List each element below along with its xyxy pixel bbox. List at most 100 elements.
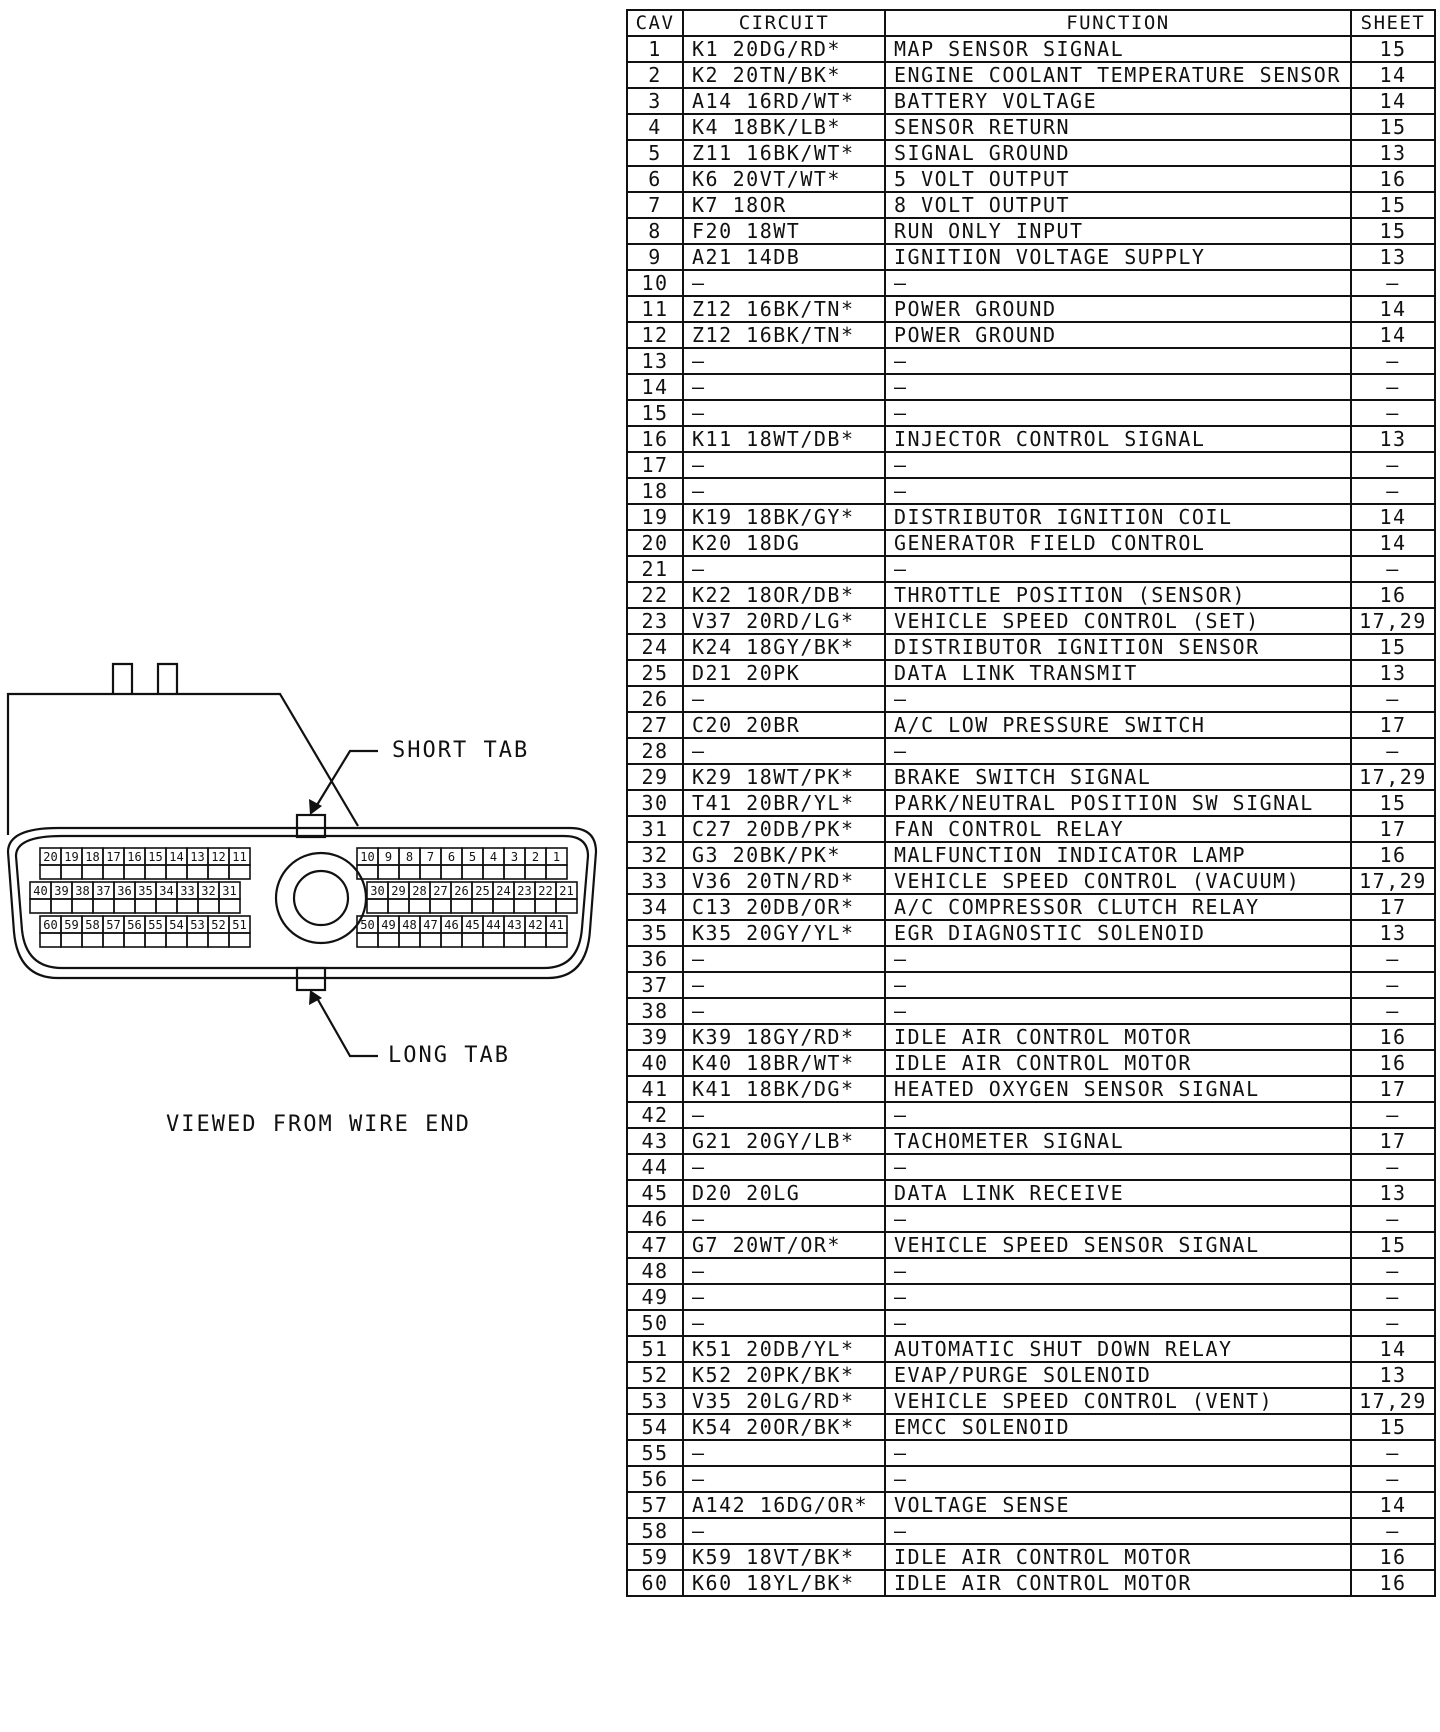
cav-cell: 4 [626, 113, 684, 141]
cav-cell: 27 [626, 711, 684, 739]
sheet-cell: 17 [1350, 893, 1436, 921]
function-cell: EMCC SOLENOID [884, 1413, 1352, 1441]
table-row: 17——— [626, 451, 1436, 479]
cav-cell: 16 [626, 425, 684, 453]
cav-cell: 33 [626, 867, 684, 895]
cav-cell: 37 [626, 971, 684, 999]
circuit-cell: K35 20GY/YL* [682, 919, 886, 947]
pin-terminal [144, 864, 167, 880]
pin-number: 52 [211, 918, 225, 932]
pin-terminal [81, 864, 104, 880]
function-cell: VEHICLE SPEED SENSOR SIGNAL [884, 1231, 1352, 1259]
cav-cell: 47 [626, 1231, 684, 1259]
table-header-row: CAV CIRCUIT FUNCTION SHEET [626, 9, 1436, 37]
pin-terminal [39, 932, 62, 948]
function-cell: — [884, 997, 1352, 1025]
circuit-cell: — [682, 451, 886, 479]
function-cell: — [884, 1439, 1352, 1467]
cav-cell: 41 [626, 1075, 684, 1103]
cav-cell: 35 [626, 919, 684, 947]
cav-cell: 40 [626, 1049, 684, 1077]
pin-number: 14 [169, 850, 183, 864]
function-cell: HEATED OXYGEN SENSOR SIGNAL [884, 1075, 1352, 1103]
pin-terminal [545, 932, 568, 948]
cav-cell: 30 [626, 789, 684, 817]
pin-number: 59 [64, 918, 78, 932]
pin-number: 2 [532, 850, 539, 864]
cav-cell: 5 [626, 139, 684, 167]
circuit-cell: Z11 16BK/WT* [682, 139, 886, 167]
function-cell: IDLE AIR CONTROL MOTOR [884, 1569, 1352, 1597]
pin-number: 21 [559, 884, 573, 898]
sheet-cell: 17,29 [1350, 763, 1436, 791]
circuit-cell: K6 20VT/WT* [682, 165, 886, 193]
table-row: 36——— [626, 945, 1436, 973]
cav-cell: 32 [626, 841, 684, 869]
function-cell: — [884, 1283, 1352, 1311]
function-cell: EGR DIAGNOSTIC SOLENOID [884, 919, 1352, 947]
circuit-cell: — [682, 997, 886, 1025]
cav-cell: 46 [626, 1205, 684, 1233]
function-cell: — [884, 373, 1352, 401]
sheet-cell: — [1350, 1439, 1436, 1467]
pin-terminal [207, 932, 230, 948]
circuit-cell: K20 18DG [682, 529, 886, 557]
function-cell: INJECTOR CONTROL SIGNAL [884, 425, 1352, 453]
cav-cell: 54 [626, 1413, 684, 1441]
function-cell: SENSOR RETURN [884, 113, 1352, 141]
cav-cell: 12 [626, 321, 684, 349]
table-row: 14——— [626, 373, 1436, 401]
sheet-cell: — [1350, 1465, 1436, 1493]
cav-cell: 42 [626, 1101, 684, 1129]
circuit-cell: — [682, 945, 886, 973]
cav-cell: 11 [626, 295, 684, 323]
pin-number: 23 [517, 884, 531, 898]
sheet-cell: 17,29 [1350, 607, 1436, 635]
cav-cell: 21 [626, 555, 684, 583]
sheet-cell: 16 [1350, 1569, 1436, 1597]
pin-number: 15 [148, 850, 162, 864]
circuit-cell: K39 18GY/RD* [682, 1023, 886, 1051]
function-cell: VEHICLE SPEED CONTROL (SET) [884, 607, 1352, 635]
sheet-cell: — [1350, 737, 1436, 765]
circuit-cell: C20 20BR [682, 711, 886, 739]
pin-terminal [461, 932, 484, 948]
function-cell: POWER GROUND [884, 295, 1352, 323]
pin-terminal [207, 864, 230, 880]
pin-number: 49 [381, 918, 395, 932]
sheet-cell: 17 [1350, 815, 1436, 843]
cav-cell: 53 [626, 1387, 684, 1415]
function-cell: VEHICLE SPEED CONTROL (VACUUM) [884, 867, 1352, 895]
short-tab-arrow [309, 799, 322, 815]
pin-number: 50 [360, 918, 374, 932]
sheet-cell: 17 [1350, 1075, 1436, 1103]
cav-cell: 20 [626, 529, 684, 557]
sheet-cell: 13 [1350, 919, 1436, 947]
sheet-cell: — [1350, 685, 1436, 713]
mounting-post [111, 662, 134, 694]
circuit-cell: K19 18BK/GY* [682, 503, 886, 531]
sheet-cell: — [1350, 997, 1436, 1025]
table-row: 28——— [626, 737, 1436, 765]
function-cell: — [884, 399, 1352, 427]
pin-number: 31 [222, 884, 236, 898]
sheet-cell: — [1350, 399, 1436, 427]
function-cell: — [884, 945, 1352, 973]
pin-number: 13 [190, 850, 204, 864]
pin-terminal [429, 898, 452, 914]
sheet-cell: 15 [1350, 35, 1436, 63]
sheet-cell: 14 [1350, 1335, 1436, 1363]
pin-terminal [461, 864, 484, 880]
center-boss-inner [292, 869, 350, 927]
pin-terminal [60, 932, 83, 948]
pin-terminal [408, 898, 431, 914]
pin-number: 41 [549, 918, 563, 932]
